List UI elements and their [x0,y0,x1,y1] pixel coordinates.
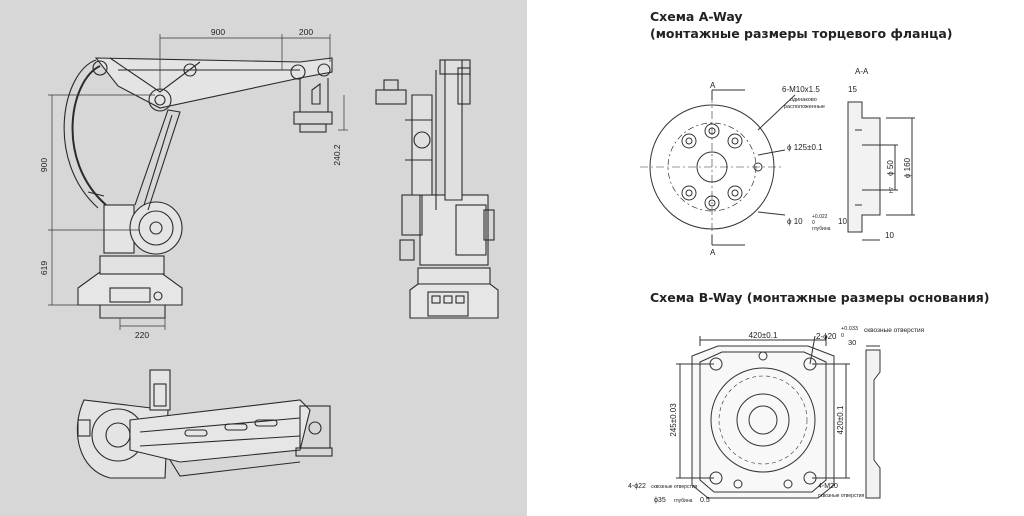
robot-drawings-panel: 900 200 900 619 240.2 220 [0,0,527,516]
scheme-a-subtitle: (монтажные размеры торцевого фланца) [650,26,953,41]
scheme-a-title: Схема A-Way [650,9,743,24]
note-spaced: расположенные [784,104,825,110]
dim-pin-depth-label: глубина [812,226,831,232]
note-even: одинаково [790,97,817,103]
arrow-label-a-top: A [710,81,716,90]
robot-top-view [76,369,333,479]
dim-right: 420±0.1 [836,405,845,434]
flange-section-view [847,101,915,241]
arrow-label-a-bottom: A [710,248,716,257]
scheme-b-title: Схема B-Way (монтажные размеры основания… [650,290,990,305]
dim-outer: ϕ 160 [903,157,912,178]
dim-bore-tol: H7 [889,187,895,194]
robot-front-view [375,59,499,319]
dim-flange: 10 [885,231,894,240]
dim-200: 200 [299,27,313,37]
dim-619: 619 [39,261,49,275]
dim-counterbore: ϕ35 [654,497,666,504]
base-plan-view [676,335,850,499]
dim-left: 245±0.03 [669,403,678,437]
dim-threads: 4-M20 [818,483,838,490]
dim-bore: ϕ 50 [886,160,895,176]
flange-front-view [640,89,796,246]
dim-pin-tol-lower-b: 0 [841,333,844,339]
dim-pcd: ϕ 125±0.1 [787,143,823,152]
dim-900-horizontal: 900 [211,27,225,37]
robot-side-view [63,57,333,319]
dim-pin: ϕ 10 [787,217,803,226]
label-through: сквозные отверстия [864,327,925,334]
dim-depth: 15 [848,85,857,94]
dim-thickness: 30 [848,338,856,347]
dim-900-vertical: 900 [39,158,49,172]
base-side-view [865,345,881,499]
dim-220: 220 [135,330,149,340]
dim-top: 420±0.1 [749,331,778,340]
dim-pin-depth: 10 [838,217,847,226]
dim-holes: 6-M10x1.5 [782,85,820,94]
dim-240: 240.2 [332,144,342,166]
dim-pin-tol-upper: +0.022 [812,214,828,220]
dim-pin-tol-upper-b: +0.033 [841,326,858,332]
label-through-2: сквозные отверстия [651,484,698,490]
dim-counterbore-depth: 0.5 [700,497,710,504]
label-through-3: сквозные отверстия [818,493,865,499]
robot-drawings: 900 200 900 619 240.2 220 [39,27,499,479]
section-label: A-A [855,67,869,76]
label-depth: глубина [674,498,693,504]
dim-pin-holes: 2-ϕ20 [816,332,837,341]
dim-bolt-holes: 4-ϕ22 [628,483,646,490]
dim-pin-tol-lower: 0 [812,220,815,226]
